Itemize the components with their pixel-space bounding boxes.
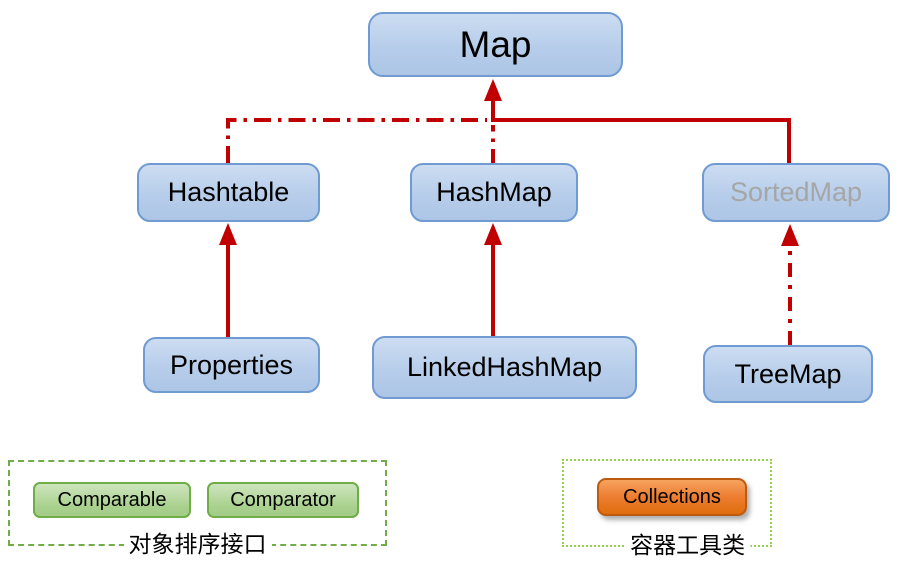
legend-caption-utility-class: 容器工具类 bbox=[625, 532, 751, 560]
node-treemap: TreeMap bbox=[703, 345, 873, 403]
node-collections: Collections bbox=[597, 478, 747, 516]
node-comparable-label: Comparable bbox=[57, 488, 167, 511]
node-sortedmap-label: SortedMap bbox=[729, 177, 863, 207]
node-linkedhashmap-label: LinkedHashMap bbox=[406, 352, 603, 382]
node-treemap-label: TreeMap bbox=[734, 358, 842, 389]
legend-group-utility-class: Collections 容器工具类 bbox=[562, 459, 772, 560]
node-comparator: Comparator bbox=[207, 482, 359, 518]
node-hashmap: HashMap bbox=[410, 163, 578, 222]
node-sortedmap: SortedMap bbox=[702, 163, 890, 222]
node-hashtable-label: Hashtable bbox=[167, 177, 290, 207]
edge-treemap-to-sortedmap-arrowhead bbox=[781, 224, 799, 246]
legend-group-sorting-interfaces: Comparable Comparator 对象排序接口 bbox=[8, 460, 387, 559]
edge-hashtable-to-map bbox=[226, 118, 487, 163]
node-hashtable: Hashtable bbox=[137, 163, 320, 222]
edge-linkedhashmap-to-hashmap-arrowhead bbox=[484, 223, 502, 245]
edge-sortedmap-branch bbox=[491, 118, 791, 163]
node-comparable: Comparable bbox=[33, 482, 191, 518]
node-collections-label: Collections bbox=[623, 485, 721, 508]
edge-map-arrowhead bbox=[484, 79, 502, 101]
node-map-label: Map bbox=[459, 23, 532, 65]
node-comparator-label: Comparator bbox=[230, 488, 336, 511]
node-hashmap-label: HashMap bbox=[436, 177, 552, 207]
legend-caption-sorting-interfaces: 对象排序接口 bbox=[123, 531, 272, 559]
node-properties: Properties bbox=[143, 337, 320, 393]
node-linkedhashmap: LinkedHashMap bbox=[372, 336, 637, 399]
node-properties-label: Properties bbox=[169, 349, 294, 380]
node-map: Map bbox=[368, 12, 623, 77]
edge-properties-to-hashtable-arrowhead bbox=[219, 223, 237, 245]
